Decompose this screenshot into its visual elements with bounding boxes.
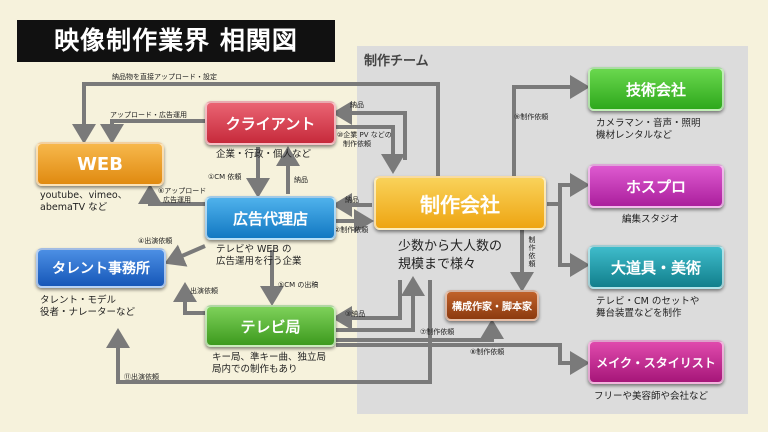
desc-talent-1: タレント・モデル [40, 295, 117, 306]
node-props-label: 大道具・美術 [610, 258, 701, 277]
edge-tv-writer-request [336, 319, 504, 342]
label-writer-request: 制作依頼 [528, 236, 536, 268]
label-deliver-3: ③納品 [345, 310, 366, 318]
node-writer: 構成作家・脚本家 [445, 290, 539, 321]
node-web-label: WEB [77, 153, 123, 175]
desc-web-1: youtube、vimeo、 [40, 190, 128, 201]
desc-tv-1: キー局、準キー曲、独立局 [212, 352, 327, 363]
desc-production-2: 規模まで様々 [398, 257, 477, 272]
desc-props-1: テレビ・CM のセットや [596, 296, 700, 307]
edge-production-makeup [336, 343, 590, 375]
node-production-label: 制作会社 [420, 192, 500, 217]
node-talent: タレント事務所 [36, 248, 166, 288]
edge-tv-talent-appearance [173, 282, 205, 315]
label-upload-ad-6b: 広告運用 [163, 196, 191, 204]
node-production: 制作会社 [374, 176, 546, 230]
node-makeup-label: メイク・スタイリスト [596, 355, 716, 370]
edge-production-client-deliver [332, 101, 407, 160]
desc-agency-2: 広告運用を行う企業 [216, 256, 302, 267]
edge-production-talent-appearance [106, 280, 432, 384]
label-deliver-prod-agency: 納品 [345, 196, 359, 204]
label-prod-request-9: ⑨制作依頼 [514, 113, 549, 121]
label-pv-request-2: 制作依頼 [343, 140, 371, 148]
label-deliver-agency-client: 納品 [294, 176, 308, 184]
node-writer-label: 構成作家・脚本家 [452, 302, 532, 313]
label-appearance-tv: 出演依頼 [190, 287, 218, 295]
node-tech: 技術会社 [588, 67, 724, 111]
node-client-label: クライアント [225, 114, 316, 133]
edge-client-web-upload [100, 119, 205, 144]
node-makeup: メイク・スタイリスト [588, 340, 724, 384]
node-client: クライアント [205, 101, 336, 145]
label-appearance-4: ④出演依頼 [138, 237, 173, 245]
desc-client: 企業・行政・個人など [216, 149, 312, 160]
desc-web-2: abemaTV など [40, 202, 108, 213]
label-prod-request-7: ⑦制作依頼 [420, 328, 455, 336]
edge-client-production-pv [336, 125, 405, 174]
edge-agency-web-ad [138, 184, 205, 206]
node-web: WEB [36, 142, 164, 186]
desc-talent-2: 役者・ナレーターなど [40, 307, 136, 318]
label-deliver-client: 納品 [350, 101, 364, 109]
label-deliver-upload: 納品物を直接アップロード・設定 [112, 73, 217, 81]
label-prod-request-2: ②制作依頼 [334, 226, 369, 234]
desc-tech-1: カメラマン・音声・照明 [596, 118, 701, 129]
desc-tv-2: 局内での制作もあり [212, 364, 298, 375]
label-pv-request-1: ⑩企業 PV などの [337, 131, 392, 139]
label-cm-broadcast-5: ⑤CM の出稿 [278, 281, 319, 289]
node-props: 大道具・美術 [588, 245, 724, 289]
page-title: 映像制作業界 相関図 [17, 20, 335, 62]
node-talent-label: タレント事務所 [52, 261, 150, 277]
label-cm-request: ①CM 依頼 [208, 173, 242, 181]
node-agency-label: 広告代理店 [232, 209, 308, 228]
label-prod-request-8: ⑧制作依頼 [470, 348, 505, 356]
desc-hospro: 編集スタジオ [622, 214, 680, 225]
node-tv-label: テレビ局 [240, 317, 301, 336]
desc-makeup: フリーや美容師や会社など [594, 391, 709, 402]
edge-production-tv-deliver [332, 280, 402, 330]
desc-production-1: 少数から大人数の [398, 239, 503, 254]
node-tech-label: 技術会社 [625, 80, 686, 99]
node-hospro: ホスプロ [588, 164, 724, 208]
label-upload-ad-6a: ⑥アップロード [158, 187, 207, 195]
label-appearance-11: ⑪出演依頼 [124, 373, 159, 381]
label-upload-ad: アップロード・広告運用 [110, 111, 187, 119]
edge-production-hospro [547, 173, 590, 206]
node-hospro-label: ホスプロ [625, 177, 686, 196]
edge-agency-talent-appearance [164, 244, 206, 267]
desc-tech-2: 機材レンタルなど [596, 130, 673, 141]
desc-props-2: 舞台装置などを制作 [596, 308, 682, 319]
edge-production-web-upload [72, 82, 440, 178]
edge-production-props [558, 204, 590, 277]
node-agency: 広告代理店 [205, 196, 336, 240]
edge-tv-production-request [336, 276, 425, 332]
desc-agency-1: テレビや WEB の [216, 244, 292, 255]
node-tv: テレビ局 [205, 305, 336, 347]
production-team-label: 制作チーム [364, 54, 429, 69]
edge-production-subcontractors [512, 75, 590, 178]
